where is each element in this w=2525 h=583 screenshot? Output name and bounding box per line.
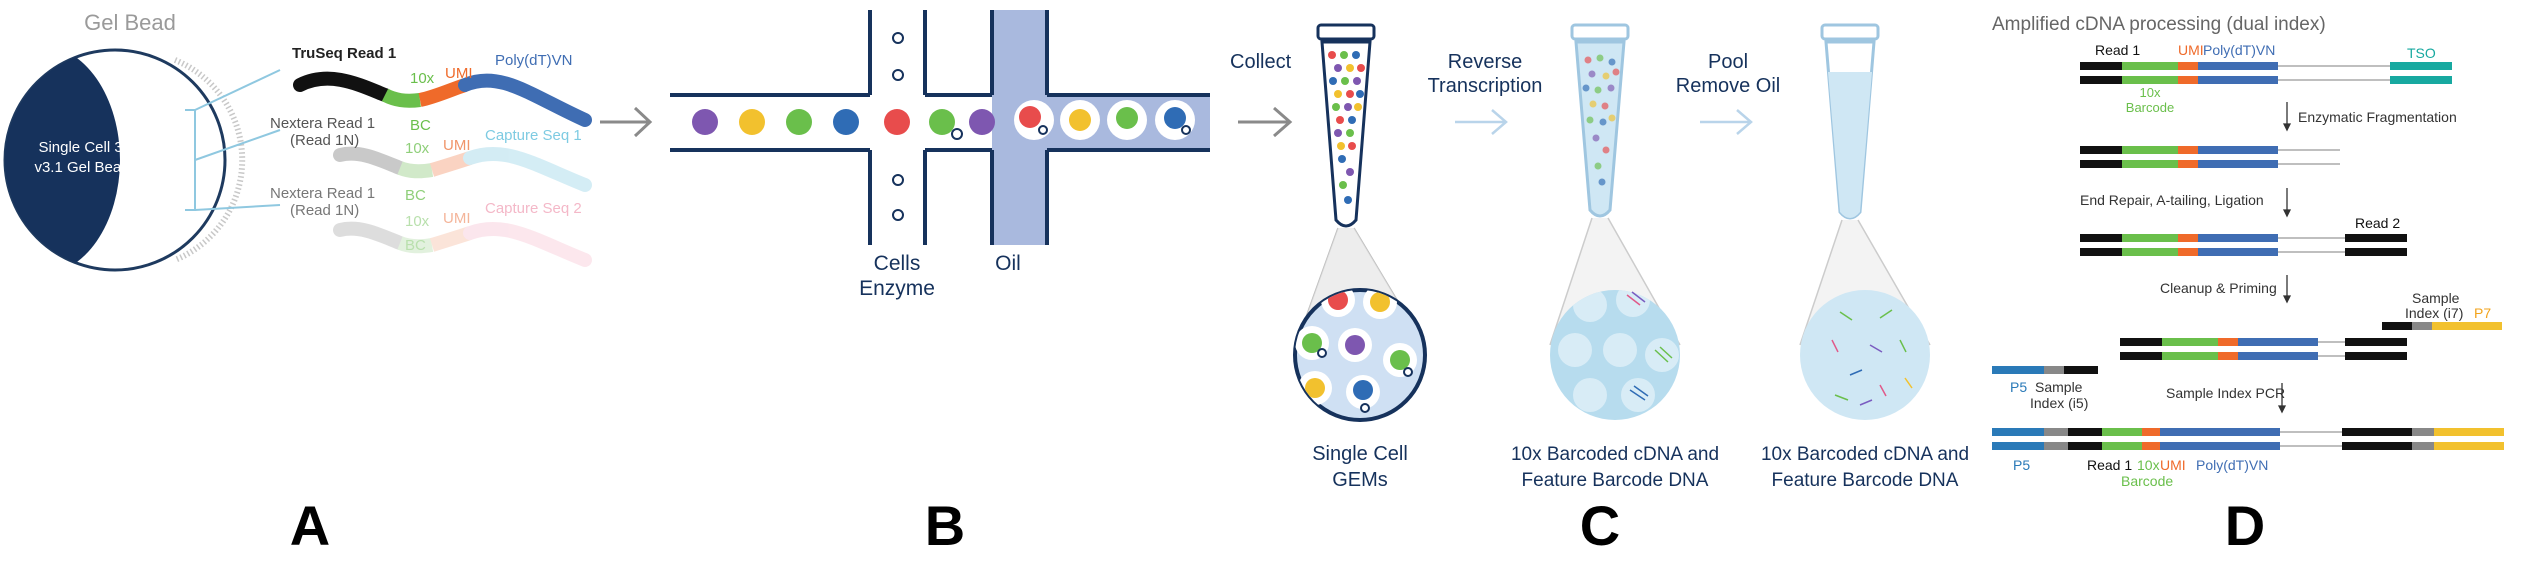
- d-bc-line2: Barcode: [2126, 100, 2174, 115]
- d-bc-line1: 10x: [2140, 85, 2161, 100]
- bead-label-line2: v3.1 Gel Bead: [34, 159, 129, 176]
- panel-c: Collect: [1230, 23, 1969, 557]
- d-row3: [2080, 234, 2407, 256]
- d-final-bc2: Barcode: [2121, 473, 2173, 489]
- d-final-umi: UMI: [2160, 457, 2186, 473]
- d-row2: [2080, 146, 2340, 168]
- d-i5-line1: Sample: [2035, 379, 2083, 395]
- arrow-b-to-c: [1238, 106, 1293, 138]
- d-arrow1: [2282, 102, 2292, 132]
- cdna1-label-line1: 10x Barcoded cDNA and: [1511, 444, 1719, 465]
- gems-label-line2: GEMs: [1332, 469, 1388, 491]
- oligo1-bc2-label: BC: [410, 117, 431, 134]
- oligo2-umi-label: UMI: [443, 137, 471, 154]
- oligo1-umi-label: UMI: [445, 65, 473, 82]
- d-step1: Enzymatic Fragmentation: [2298, 109, 2457, 125]
- d-umi-label: UMI: [2178, 42, 2204, 58]
- oligo-nextera-1: [333, 146, 592, 192]
- rt-label-line1: Reverse: [1448, 51, 1522, 73]
- panel-d-title: Amplified cDNA processing (dual index): [1992, 14, 2326, 35]
- pooled-cdna-magnified: [1800, 290, 1930, 420]
- oligo3-bc2-label: BC: [405, 237, 426, 254]
- gel-bead-title: Gel Bead: [84, 10, 176, 35]
- cdna2-label-line1: 10x Barcoded cDNA and: [1761, 444, 1969, 465]
- d-final-read1: Read 1: [2087, 457, 2132, 473]
- arrow-a-to-b: [600, 106, 653, 138]
- pool-label-line2: Remove Oil: [1676, 75, 1780, 97]
- oligo2-bc2-label: BC: [405, 187, 426, 204]
- d-arrow2: [2282, 188, 2292, 218]
- bead-label-line1: Single Cell 3': [38, 139, 125, 156]
- pool-label-line1: Pool: [1708, 51, 1748, 73]
- arrow-rt: [1455, 109, 1508, 135]
- oligo1-capture-label: Poly(dT)VN: [495, 52, 573, 69]
- d-step4: Sample Index PCR: [2166, 385, 2285, 401]
- d-final-bc1: 10x: [2137, 457, 2160, 473]
- panel-d-letter: D: [2225, 494, 2265, 557]
- oligo3-read-label: Nextera Read 1: [270, 185, 375, 202]
- oligo2-capture-label: Capture Seq 1: [485, 127, 582, 144]
- oil-label: Oil: [995, 252, 1021, 275]
- oligo2-read-label: Nextera Read 1: [270, 115, 375, 132]
- tube-dots: [1328, 51, 1365, 204]
- oligo1-read-label: TruSeq Read 1: [292, 45, 396, 62]
- d-row1: [2080, 62, 2452, 84]
- oligo3-umi-label: UMI: [443, 210, 471, 227]
- oligo1-bc-label: 10x: [410, 70, 435, 87]
- d-row5: [1992, 428, 2504, 450]
- bead-bracket: [185, 69, 281, 211]
- d-final-p5: P5: [2013, 457, 2030, 473]
- enzyme-label: Enzyme: [859, 277, 935, 300]
- panel-a: Gel Bead Single Cell 3' v3.1 Gel Bead Tr…: [3, 10, 592, 557]
- cdna1-label-line2: Feature Barcode DNA: [1522, 470, 1709, 491]
- d-i5-line2: Index (i5): [2030, 395, 2088, 411]
- tube-gems: [1316, 23, 1376, 228]
- d-arrow3: [2282, 275, 2292, 304]
- oligo-nextera-2: [333, 221, 592, 267]
- panel-b: Cells Enzyme Oil B: [670, 10, 1210, 557]
- d-polydt-label: Poly(dT)VN: [2203, 42, 2275, 58]
- d-step3: Cleanup & Priming: [2160, 280, 2277, 296]
- tube-rt: [1570, 23, 1630, 218]
- d-final-polydt: Poly(dT)VN: [2196, 457, 2268, 473]
- d-i7-line2: Index (i7): [2405, 305, 2463, 321]
- d-row4: [1992, 322, 2502, 374]
- rt-label-line2: Transcription: [1428, 75, 1543, 97]
- oligo2-read2-label: (Read 1N): [290, 132, 359, 149]
- d-read2-label: Read 2: [2355, 215, 2400, 231]
- panel-c-letter: C: [1580, 494, 1620, 557]
- cdna2-label-line2: Feature Barcode DNA: [1772, 470, 1959, 491]
- collect-label: Collect: [1230, 51, 1292, 73]
- panel-a-letter: A: [290, 494, 330, 557]
- d-arrow4: [2277, 383, 2287, 414]
- d-read1-label: Read 1: [2095, 42, 2140, 58]
- d-i7-line1: Sample: [2412, 290, 2460, 306]
- oligo3-read2-label: (Read 1N): [290, 202, 359, 219]
- panel-d: Amplified cDNA processing (dual index) R…: [1992, 14, 2504, 557]
- panel-b-letter: B: [925, 494, 965, 557]
- gems-label-line1: Single Cell: [1312, 443, 1408, 465]
- oligo3-capture-label: Capture Seq 2: [485, 200, 582, 217]
- d-p7-label: P7: [2474, 305, 2491, 321]
- oligo-truseq: [293, 71, 592, 127]
- oligo2-bc-label: 10x: [405, 140, 430, 157]
- d-step2: End Repair, A-tailing, Ligation: [2080, 192, 2264, 208]
- d-p5-label: P5: [2010, 379, 2027, 395]
- oligo3-bc-label: 10x: [405, 213, 430, 230]
- tube-pool: [1820, 23, 1880, 220]
- gel-bead: [3, 48, 246, 272]
- arrow-pool: [1700, 109, 1753, 135]
- d-tso-label: TSO: [2407, 45, 2436, 61]
- cells-label: Cells: [874, 252, 921, 275]
